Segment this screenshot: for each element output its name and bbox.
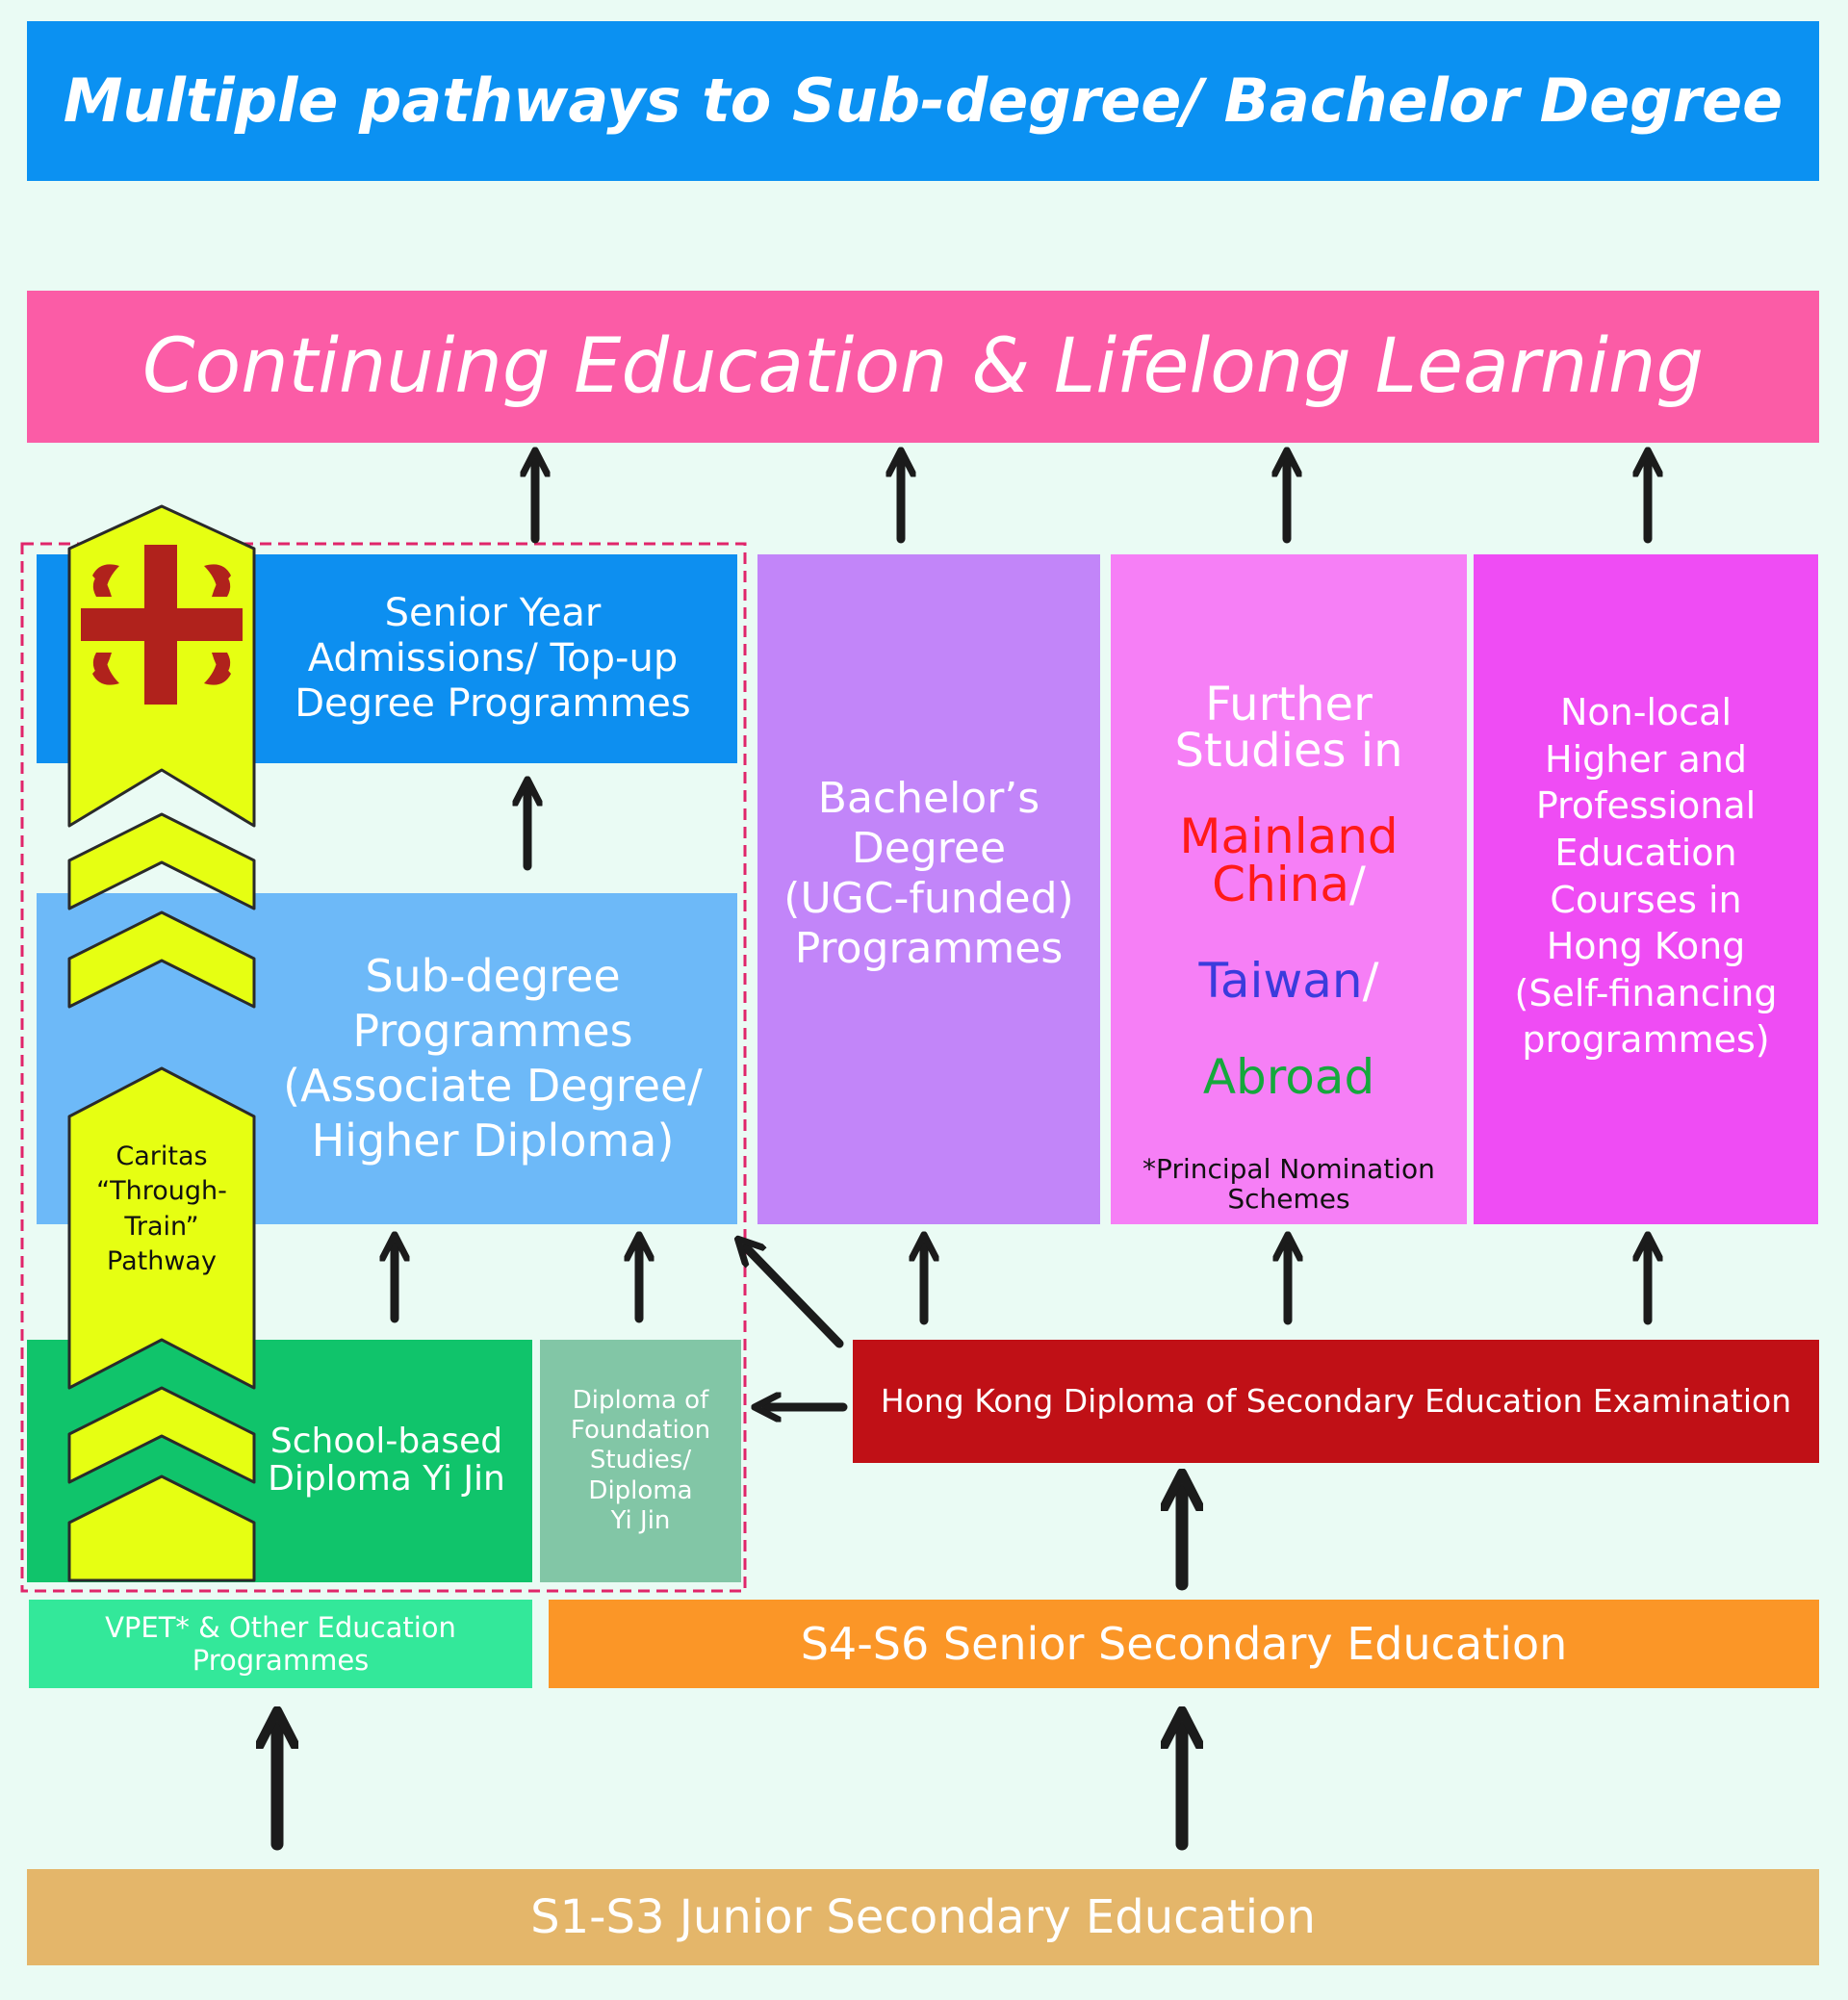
foundation-line: Yi Jin: [610, 1505, 671, 1535]
caritas-logo-icon: [81, 545, 243, 705]
further-studies-box: Further Studies in Mainland China/ Taiwa…: [1111, 554, 1467, 1224]
continuing-education-label: Continuing Education & Lifelong Learning: [142, 322, 1704, 410]
sub-degree-line: Sub-degree: [365, 949, 621, 1002]
page-title: Multiple pathways to Sub-degree/ Bachelo…: [63, 65, 1784, 137]
nomination-note-line: *Principal Nomination: [1142, 1153, 1435, 1185]
caritas-pathway-label: Caritas “Through- Train” Pathway: [75, 1140, 248, 1280]
taiwan-row: Taiwan/: [1199, 957, 1379, 1005]
chevron-shape: [67, 1474, 256, 1582]
bachelor-line: Degree: [851, 823, 1007, 873]
bachelor-line: (UGC-funded): [783, 873, 1074, 923]
chevron-shape: [67, 910, 256, 1009]
junior-secondary-box: S1-S3 Junior Secondary Education: [27, 1869, 1819, 1965]
further-heading-line: Studies in: [1174, 724, 1403, 778]
slash-separator: /: [1348, 857, 1366, 912]
caritas-line: “Through-: [96, 1176, 227, 1207]
sub-degree-line: Programmes: [352, 1004, 633, 1057]
caritas-line: Pathway: [107, 1246, 217, 1277]
foundation-line: Studies/: [589, 1446, 692, 1475]
caritas-line: Train”: [124, 1211, 199, 1242]
senior-year-line: Admissions/ Top-up: [307, 635, 679, 680]
senior-year-line: Senior Year: [384, 590, 602, 635]
foundation-line: Diploma: [588, 1475, 693, 1505]
nonlocal-line: programmes): [1522, 1018, 1770, 1062]
nomination-note-line: Schemes: [1227, 1182, 1350, 1215]
chevron-stack-upper: [67, 812, 256, 1009]
nonlocal-line: Courses in: [1550, 878, 1742, 921]
chevron-shape: [67, 812, 256, 910]
caritas-pathway-pentagon: [67, 1066, 256, 1390]
nonlocal-line: Higher and: [1545, 737, 1747, 781]
foundation-line: Foundation: [570, 1416, 711, 1446]
hkdse-label: Hong Kong Diploma of Secondary Education…: [880, 1381, 1792, 1420]
further-heading-line: Further: [1205, 678, 1373, 731]
nonlocal-line: Non-local: [1559, 691, 1732, 733]
chevron-shape: [67, 1386, 256, 1484]
bachelor-line: Programmes: [794, 923, 1064, 973]
mainland-label: Mainland: [1179, 808, 1399, 864]
senior-secondary-box: S4-S6 Senior Secondary Education: [549, 1600, 1819, 1688]
bachelor-line: Bachelor’s: [817, 774, 1040, 823]
arrows-large: [277, 1490, 1182, 1851]
title-banner: Multiple pathways to Sub-degree/ Bachelo…: [27, 21, 1819, 181]
foundation-studies-box: Diploma of Foundation Studies/ Diploma Y…: [540, 1340, 741, 1582]
through-train-dashed-border: [20, 542, 747, 1593]
nonlocal-courses-box: Non-local Higher and Professional Educat…: [1474, 554, 1818, 1224]
caritas-line: Caritas: [116, 1141, 208, 1171]
arrows-to-continuing: [395, 462, 1648, 1407]
nonlocal-line: Education: [1554, 831, 1737, 874]
hkdse-box: Hong Kong Diploma of Secondary Education…: [853, 1340, 1819, 1463]
abroad-label: Abroad: [1202, 1049, 1375, 1105]
school-based-line: School-based: [270, 1422, 503, 1462]
senior-secondary-label: S4-S6 Senior Secondary Education: [800, 1617, 1568, 1670]
senior-year-line: Degree Programmes: [295, 681, 691, 727]
sub-degree-line: Higher Diploma): [311, 1115, 675, 1167]
vpet-box: VPET* & Other Education Programmes: [29, 1600, 532, 1688]
chevron-stack-lower: [67, 1386, 256, 1582]
taiwan-label: Taiwan: [1198, 953, 1363, 1009]
continuing-education-box: Continuing Education & Lifelong Learning: [27, 291, 1819, 443]
nonlocal-line: (Self-financing: [1514, 971, 1778, 1014]
china-row: China/: [1212, 860, 1366, 909]
vpet-line: VPET* & Other Education: [105, 1610, 456, 1644]
bachelor-degree-box: Bachelor’s Degree (UGC-funded) Programme…: [757, 554, 1100, 1224]
vpet-line: Programmes: [192, 1644, 370, 1677]
nonlocal-line: Professional: [1535, 784, 1757, 828]
slash-separator: /: [1362, 953, 1379, 1009]
sub-degree-line: (Associate Degree/: [283, 1060, 703, 1112]
foundation-line: Diploma of: [572, 1386, 709, 1416]
diagonal-arrow-icon: [746, 1247, 844, 1348]
china-label: China: [1212, 857, 1349, 912]
nonlocal-line: Hong Kong: [1546, 925, 1746, 968]
school-based-line: Diploma Yi Jin: [268, 1459, 505, 1499]
junior-secondary-label: S1-S3 Junior Secondary Education: [530, 1889, 1316, 1944]
